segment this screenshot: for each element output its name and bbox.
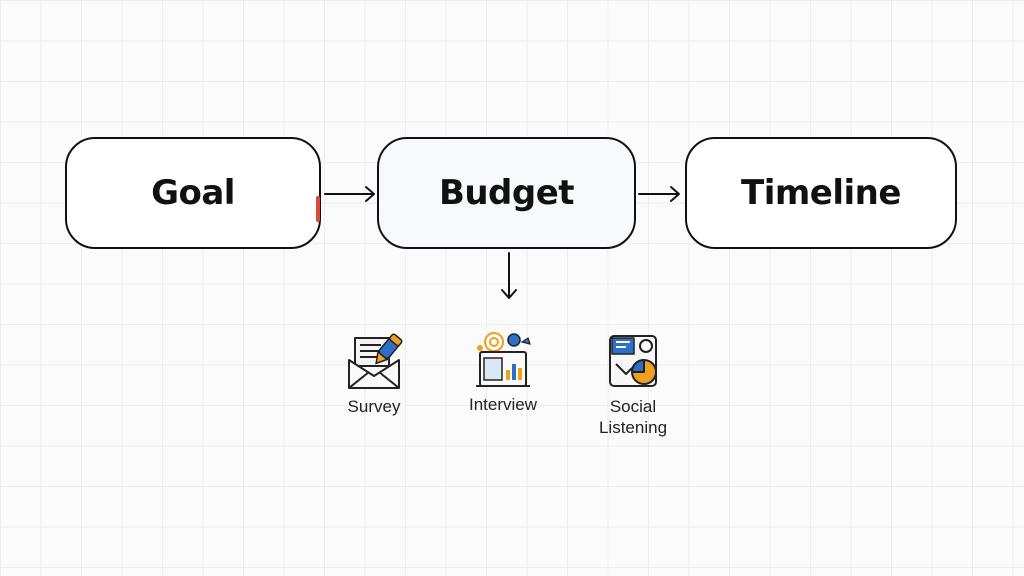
presentation-chart-icon [476, 332, 531, 387]
social-listening-icon [609, 335, 657, 387]
arrow-budget-to-timeline [638, 186, 680, 202]
envelope-pen-icon [348, 333, 403, 389]
timeline-node[interactable]: Timeline [685, 137, 957, 249]
goal-node-accent-mark [316, 196, 320, 222]
budget-node[interactable]: Budget [377, 137, 636, 249]
method-interview[interactable]: Interview [462, 328, 544, 415]
arrow-goal-to-budget [324, 186, 375, 202]
method-interview-label: Interview [468, 395, 538, 414]
goal-node-label: Goal [151, 173, 235, 213]
method-survey-label: Survey [347, 397, 401, 416]
goal-node[interactable]: Goal [65, 137, 321, 249]
budget-node-label: Budget [438, 173, 575, 213]
method-social-listening[interactable]: Social Listening [588, 330, 678, 438]
timeline-node-label: Timeline [741, 173, 901, 213]
method-survey[interactable]: Survey [334, 330, 414, 417]
method-social-listening-label: Social Listening [598, 397, 668, 437]
arrow-budget-down [501, 252, 517, 299]
